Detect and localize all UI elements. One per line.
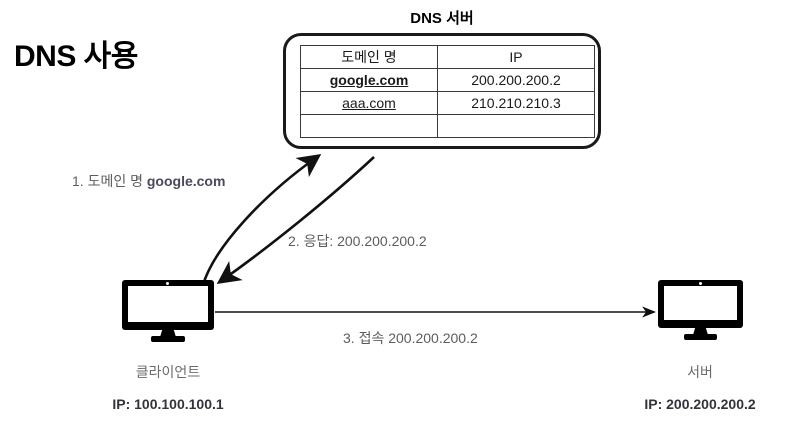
monitor-stand-neck xyxy=(160,330,176,337)
dns-server-title: DNS 서버 xyxy=(410,10,474,27)
page-title: DNS 사용 xyxy=(14,40,138,73)
table-header-ip: IP xyxy=(437,45,595,69)
dns-record-table: 도메인 명 IP google.com 200.200.200.2 aaa.co… xyxy=(300,45,595,138)
client-desktop-monitor-icon xyxy=(122,280,214,342)
table-row: google.com 200.200.200.2 xyxy=(300,68,595,92)
monitor-stand-base xyxy=(151,336,185,342)
domain-value: aaa.com xyxy=(342,94,396,111)
monitor-screen xyxy=(664,286,737,320)
monitor-camera-dot-icon xyxy=(699,282,702,285)
step-1-label: 1. 도메인 명 google.com xyxy=(72,171,225,191)
domain-value: google.com xyxy=(329,71,409,88)
table-header-domain: 도메인 명 xyxy=(300,45,438,69)
step-1-prefix: 1. 도메인 명 xyxy=(72,173,147,189)
step-3-label: 3. 접속 200.200.200.2 xyxy=(343,330,478,346)
table-cell-domain xyxy=(300,114,438,138)
table-cell-domain: google.com xyxy=(300,68,438,92)
server-desktop-monitor-icon xyxy=(658,280,743,340)
server-ip-address: IP: 200.200.200.2 xyxy=(644,396,756,412)
table-cell-ip: 210.210.210.3 xyxy=(437,91,595,115)
table-row: aaa.com 210.210.210.3 xyxy=(300,91,595,115)
step-1-domain: google.com xyxy=(146,173,226,189)
table-cell-domain: aaa.com xyxy=(300,91,438,115)
monitor-camera-dot-icon xyxy=(166,282,169,285)
server-caption: 서버 xyxy=(687,364,713,380)
dns-to-client-response-arrow xyxy=(216,156,375,284)
monitor-stand-base xyxy=(684,334,717,340)
monitor-stand-neck xyxy=(693,328,708,335)
table-cell-ip xyxy=(437,114,595,138)
client-ip-address: IP: 100.100.100.1 xyxy=(112,396,224,412)
table-cell-ip: 200.200.200.2 xyxy=(437,68,595,92)
monitor-screen xyxy=(128,286,208,322)
table-header-row: 도메인 명 IP xyxy=(300,45,595,69)
step-2-label: 2. 응답: 200.200.200.2 xyxy=(288,233,427,249)
table-row-empty xyxy=(300,114,595,138)
client-caption: 클라이언트 xyxy=(135,364,201,380)
